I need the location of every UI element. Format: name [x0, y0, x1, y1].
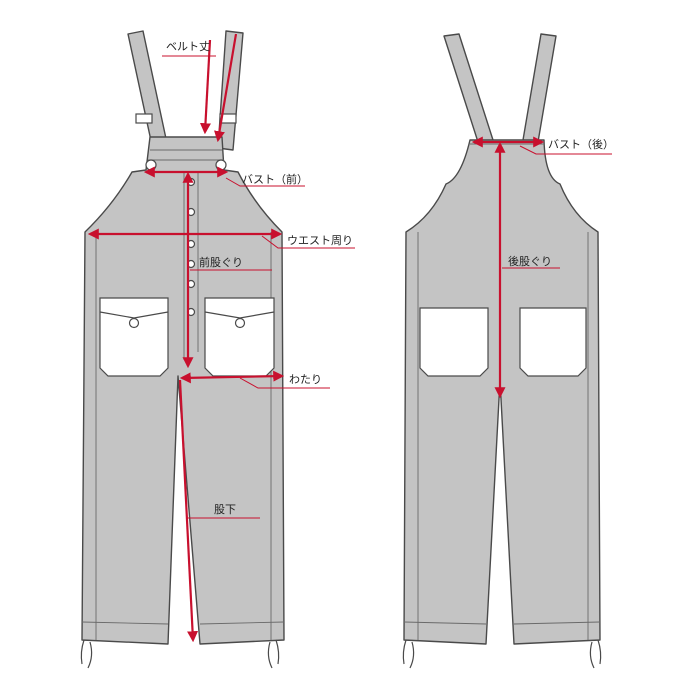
back-side-seam: [417, 232, 589, 640]
waist-leader: [261, 235, 355, 249]
bib-band: [148, 149, 224, 161]
back-hem: [403, 621, 601, 625]
back-overalls: [402, 33, 602, 669]
thigh-label: わたり: [289, 373, 322, 386]
front-garment-body: [81, 136, 285, 645]
inseam-label: 股下: [214, 503, 236, 516]
back-right-drawcord: [589, 639, 602, 669]
belt-length-label: ベルト丈: [166, 40, 210, 53]
inseam-line: [178, 379, 199, 643]
front-right-pocket: [204, 297, 275, 377]
bust-front-label: バスト（前）: [242, 173, 308, 186]
back-left-strap: [443, 33, 494, 143]
back-measurements: [471, 136, 612, 399]
front-left-strap: [127, 30, 169, 151]
back-garment-body: [403, 139, 601, 645]
front-right-strap: [217, 30, 244, 151]
front-left-pocket: [99, 297, 169, 377]
bust-back-leader: [519, 145, 612, 155]
left-drawcord: [80, 639, 93, 669]
belt-length-line: [214, 33, 238, 143]
front-left-pocket-button: [128, 317, 140, 329]
bust-front-leader: [225, 177, 305, 187]
back-right-strap: [522, 33, 557, 143]
front-hem: [81, 621, 285, 625]
waist-label: ウエスト周り: [287, 234, 353, 247]
belt-length-line-inner: [199, 39, 212, 135]
front-measurements: [87, 33, 355, 643]
bust-back-label: バスト（後）: [548, 138, 614, 151]
right-buckle: [219, 113, 237, 124]
front-overalls: [80, 30, 285, 669]
thigh-line: [179, 370, 285, 384]
back-right-pocket: [519, 307, 587, 377]
front-rise-label: 前股ぐり: [199, 256, 243, 269]
left-strap-ring: [145, 159, 157, 171]
right-drawcord: [267, 639, 280, 669]
back-left-pocket: [419, 307, 489, 377]
right-strap-ring: [215, 159, 227, 171]
back-rise-label: 後股ぐり: [508, 255, 552, 268]
back-left-drawcord: [402, 639, 415, 669]
left-buckle: [135, 113, 153, 124]
thigh-leader: [239, 377, 330, 389]
front-right-pocket-button: [234, 317, 246, 329]
